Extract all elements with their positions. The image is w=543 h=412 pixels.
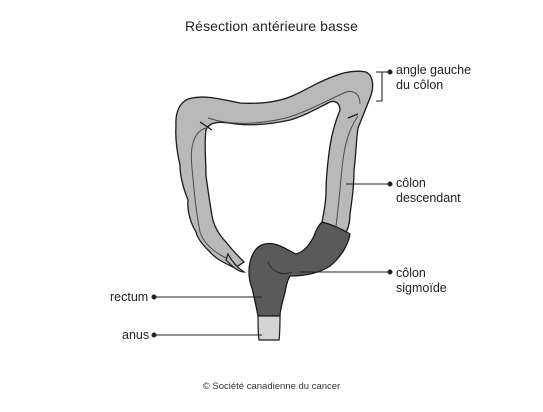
label-descending-line1: côlon	[396, 176, 426, 190]
sigmoid-fold	[267, 261, 293, 275]
dot-splenic-flexure	[387, 69, 393, 75]
dot-anus	[151, 332, 157, 338]
label-descending-colon: côlon descendant	[396, 176, 461, 206]
colon-dark-segment	[248, 221, 351, 317]
colon-inner-line-2	[207, 91, 361, 124]
label-splenic-flexure-line2: du côlon	[396, 78, 444, 92]
colon-inner-line	[190, 127, 227, 259]
bracket-splenic-flexure	[376, 71, 383, 102]
leader-lines	[151, 69, 393, 338]
anus-segment	[257, 315, 281, 341]
label-splenic-flexure: angle gauche du côlon	[396, 63, 471, 93]
colon-fold-1	[199, 121, 213, 131]
label-sigmoid-colon: côlon sigmoïde	[396, 266, 447, 296]
dot-rectum	[151, 294, 157, 300]
label-anus: anus	[122, 328, 150, 342]
colon-light-segment	[175, 70, 374, 269]
label-descending-line2: descendant	[396, 191, 461, 205]
colon-inner-line-3	[335, 115, 359, 227]
label-sigmoid-line1: côlon	[396, 266, 426, 280]
dot-descending	[387, 181, 393, 187]
label-rectum: rectum	[110, 290, 149, 304]
copyright-footer: © Société canadienne du cancer	[202, 381, 341, 392]
colon-fold-2	[347, 113, 359, 119]
label-splenic-flexure-line1: angle gauche	[396, 63, 472, 77]
dot-sigmoid	[387, 269, 393, 275]
label-sigmoid-line2: sigmoïde	[396, 281, 447, 295]
diagram-title: Résection antérieure basse	[184, 18, 359, 34]
appendix	[225, 252, 246, 273]
